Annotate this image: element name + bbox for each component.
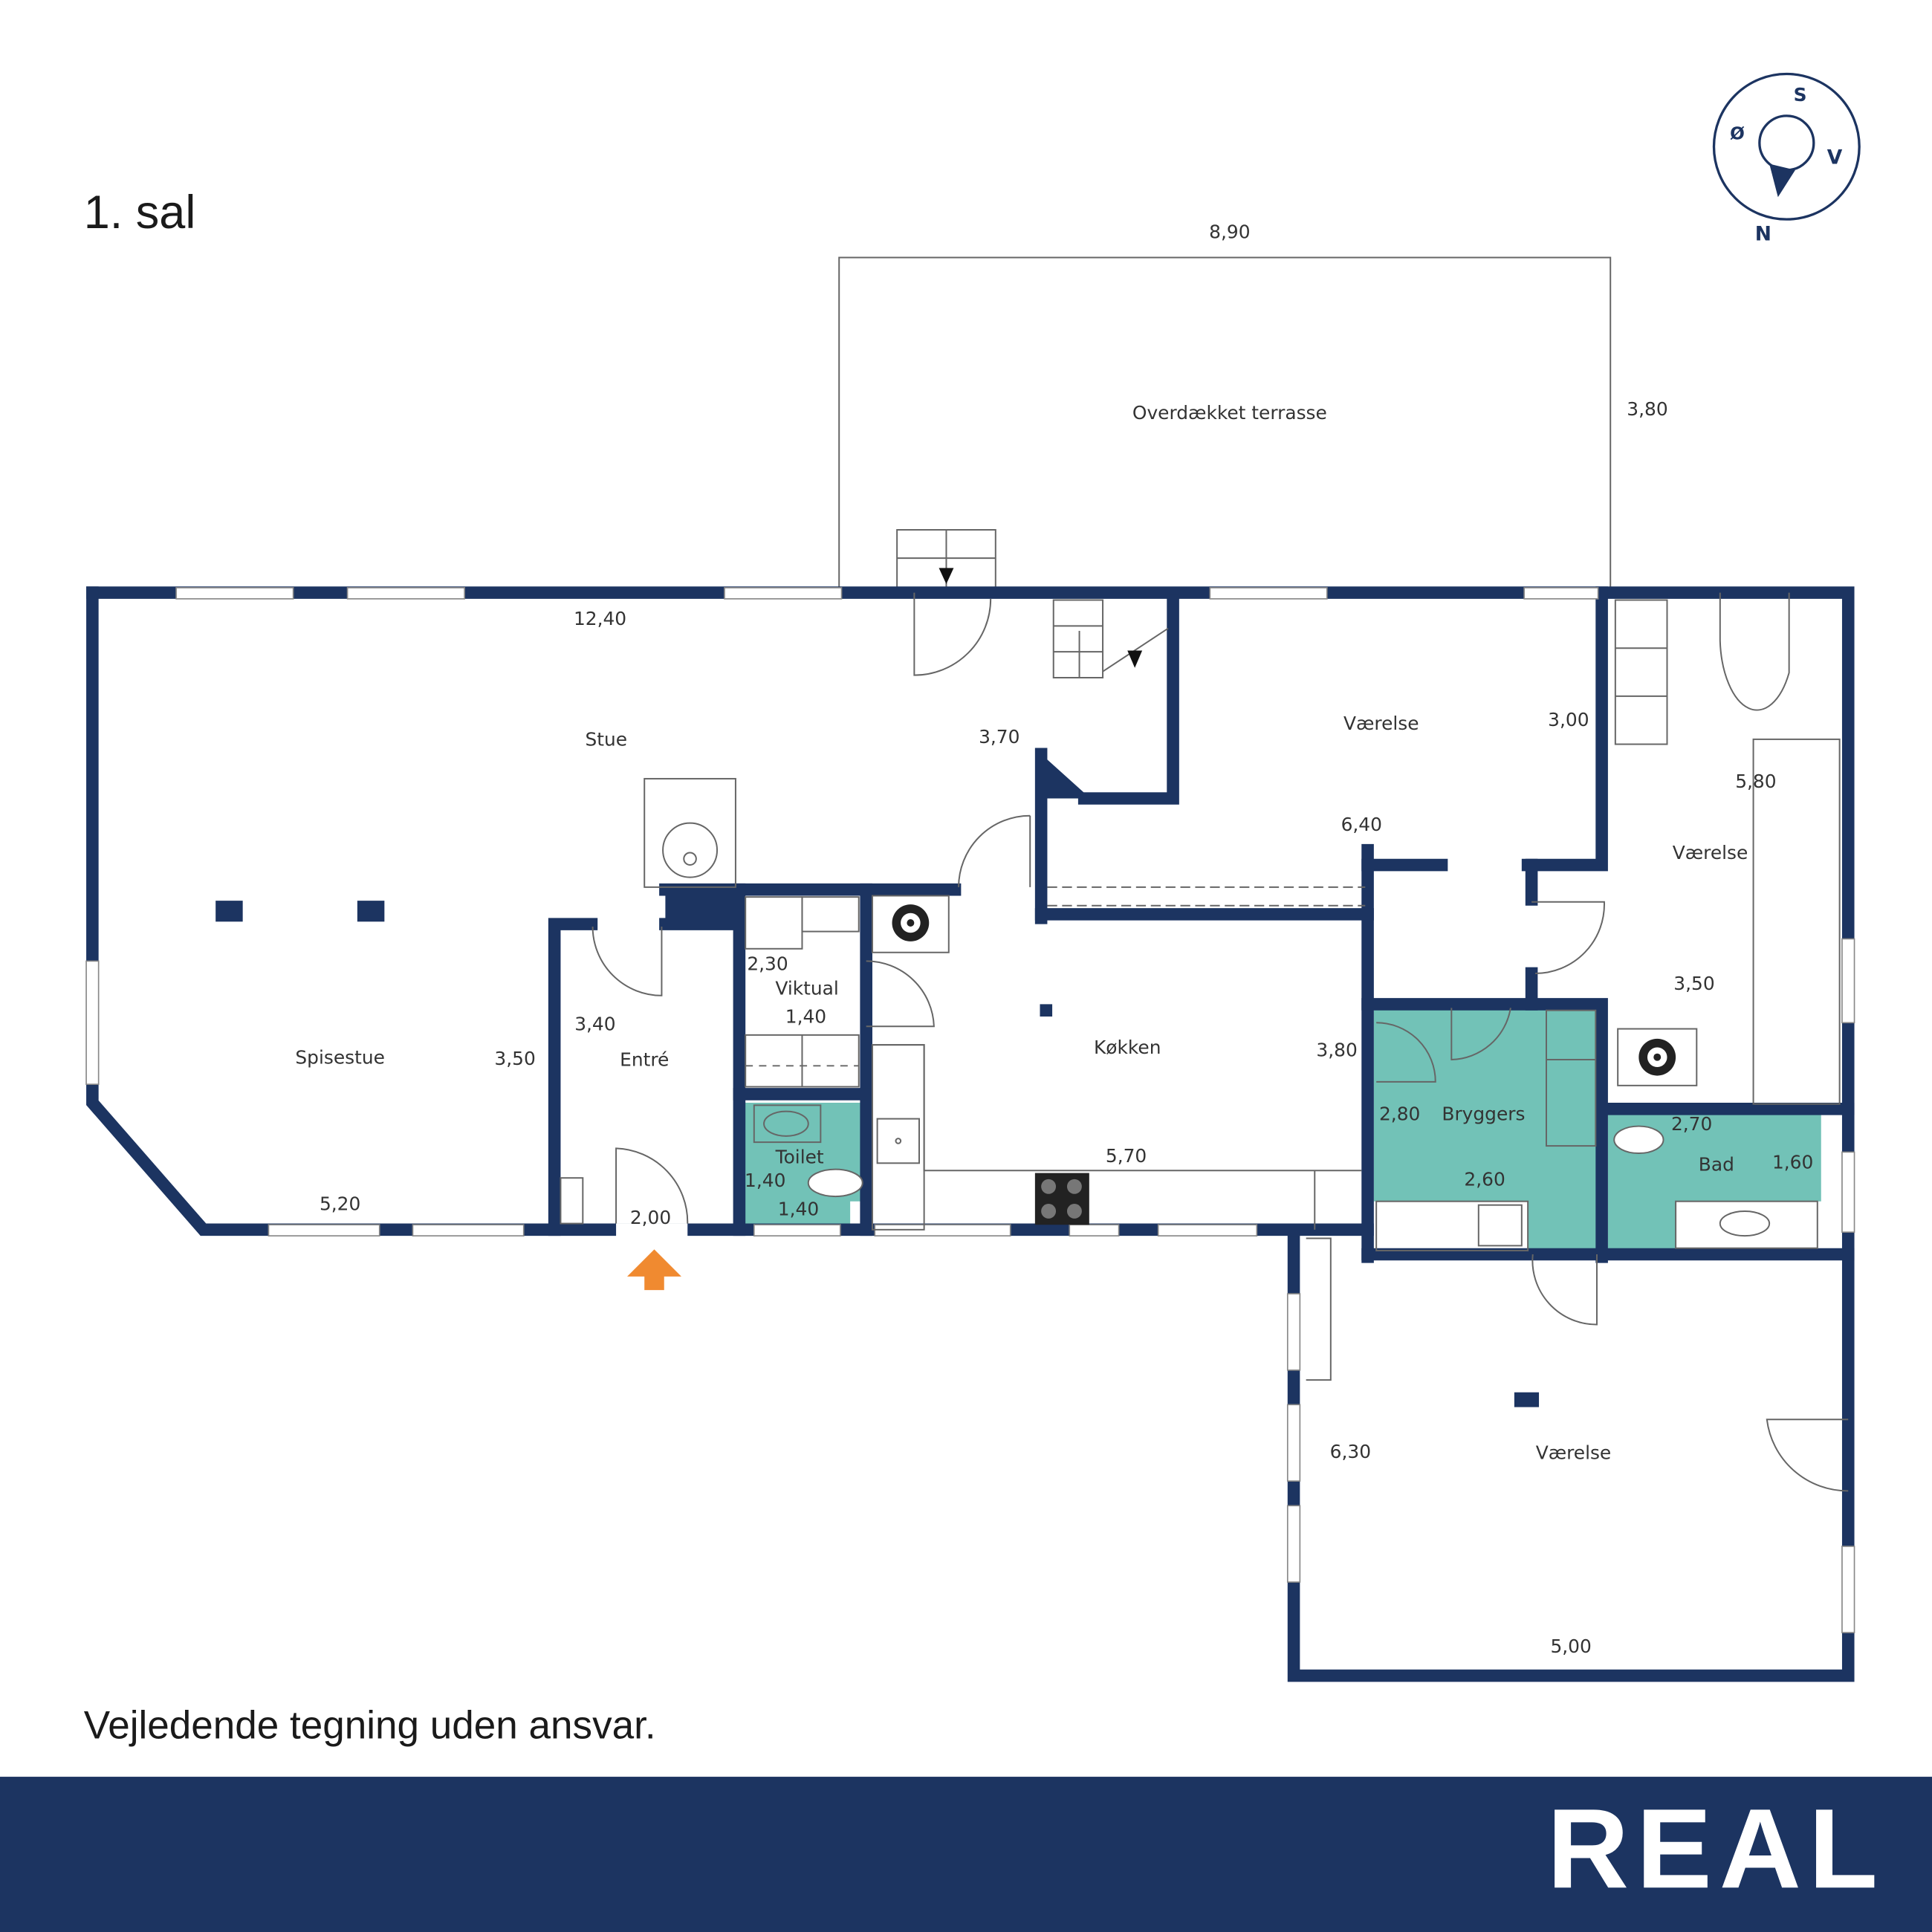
terrace-name: Overdækket terrasse xyxy=(1132,402,1327,424)
windows xyxy=(85,587,1855,1633)
entrance-arrow-icon xyxy=(627,1249,681,1291)
kokken-name: Køkken xyxy=(1094,1037,1161,1058)
spisestue-name: Spisestue xyxy=(295,1046,384,1068)
pillar xyxy=(1514,1392,1540,1407)
entrance-door-gap xyxy=(616,1223,688,1237)
stue-width: 12,40 xyxy=(574,608,626,629)
bryggers-width: 2,60 xyxy=(1464,1169,1505,1190)
chimney xyxy=(665,889,739,930)
entre-depth: 3,40 xyxy=(574,1014,615,1035)
viktual-depth: 2,30 xyxy=(747,953,788,974)
terrace-width: 8,90 xyxy=(1209,221,1250,242)
disclaimer: Vejledende tegning uden ansvar. xyxy=(84,1704,656,1748)
terrace-depth: 3,80 xyxy=(1627,398,1667,420)
compass-o: Ø xyxy=(1730,123,1745,143)
pillar xyxy=(215,901,243,922)
doors xyxy=(591,592,1849,1492)
spisestue-width: 5,20 xyxy=(320,1193,360,1215)
kokken-depth: 3,80 xyxy=(1316,1039,1357,1060)
toilet-name: Toilet xyxy=(775,1147,824,1168)
compass: S Ø V N xyxy=(1712,72,1861,245)
kitchen-counters xyxy=(560,738,1841,1381)
stove xyxy=(644,777,736,888)
vaerelse2-name: Værelse xyxy=(1673,842,1748,863)
compass-v: V xyxy=(1827,146,1843,169)
bad-floor xyxy=(1607,1112,1821,1251)
fan-icon xyxy=(892,904,1676,1076)
viktual-width: 1,40 xyxy=(785,1006,826,1028)
vaerelse3-width: 5,00 xyxy=(1550,1636,1591,1657)
entre-name: Entré xyxy=(620,1049,669,1071)
hob-icon xyxy=(1034,1173,1089,1225)
stue-name: Stue xyxy=(586,729,628,751)
stair-arrow-icon xyxy=(1127,650,1143,668)
compass-n: N xyxy=(1755,222,1771,245)
stue-depth: 3,70 xyxy=(979,726,1020,748)
stair-wall-block xyxy=(1041,753,1091,799)
kokken-width: 5,70 xyxy=(1106,1145,1147,1167)
bad-depth: 1,60 xyxy=(1772,1151,1813,1173)
floor-title: 1. sal xyxy=(84,187,196,239)
spisestue-depth: 3,50 xyxy=(494,1048,535,1069)
vaerelse1-width: 6,40 xyxy=(1341,814,1382,835)
toilet-width: 1,40 xyxy=(778,1198,819,1219)
down-arrow-icon xyxy=(939,568,954,584)
bryggers-depth: 2,80 xyxy=(1379,1103,1420,1125)
viktual-name: Viktual xyxy=(775,978,838,999)
toilet-depth: 1,40 xyxy=(745,1170,785,1191)
vaerelse3-depth: 6,30 xyxy=(1330,1441,1371,1462)
footer-bar xyxy=(0,1777,1932,1932)
bryggers-floor xyxy=(1373,1008,1600,1255)
pillar xyxy=(1040,1004,1053,1017)
vaerelse3-name: Værelse xyxy=(1536,1442,1612,1464)
bryggers-name: Bryggers xyxy=(1442,1103,1525,1125)
compass-needle-icon xyxy=(1769,163,1795,198)
stairs xyxy=(1052,599,1668,745)
compass-s: S xyxy=(1794,84,1807,106)
vaerelse1-depth: 3,00 xyxy=(1548,709,1589,730)
real-logo: REAL xyxy=(1547,1786,1885,1912)
bad-width: 2,70 xyxy=(1671,1113,1712,1135)
vaerelse2-depth: 5,80 xyxy=(1735,771,1776,792)
terrace-outline xyxy=(838,256,1612,591)
bad-name: Bad xyxy=(1699,1154,1734,1176)
vaerelse2-width: 3,50 xyxy=(1673,973,1714,994)
vaerelse1-name: Værelse xyxy=(1343,713,1419,734)
pillar xyxy=(357,901,385,922)
entre-width: 2,00 xyxy=(630,1207,671,1228)
